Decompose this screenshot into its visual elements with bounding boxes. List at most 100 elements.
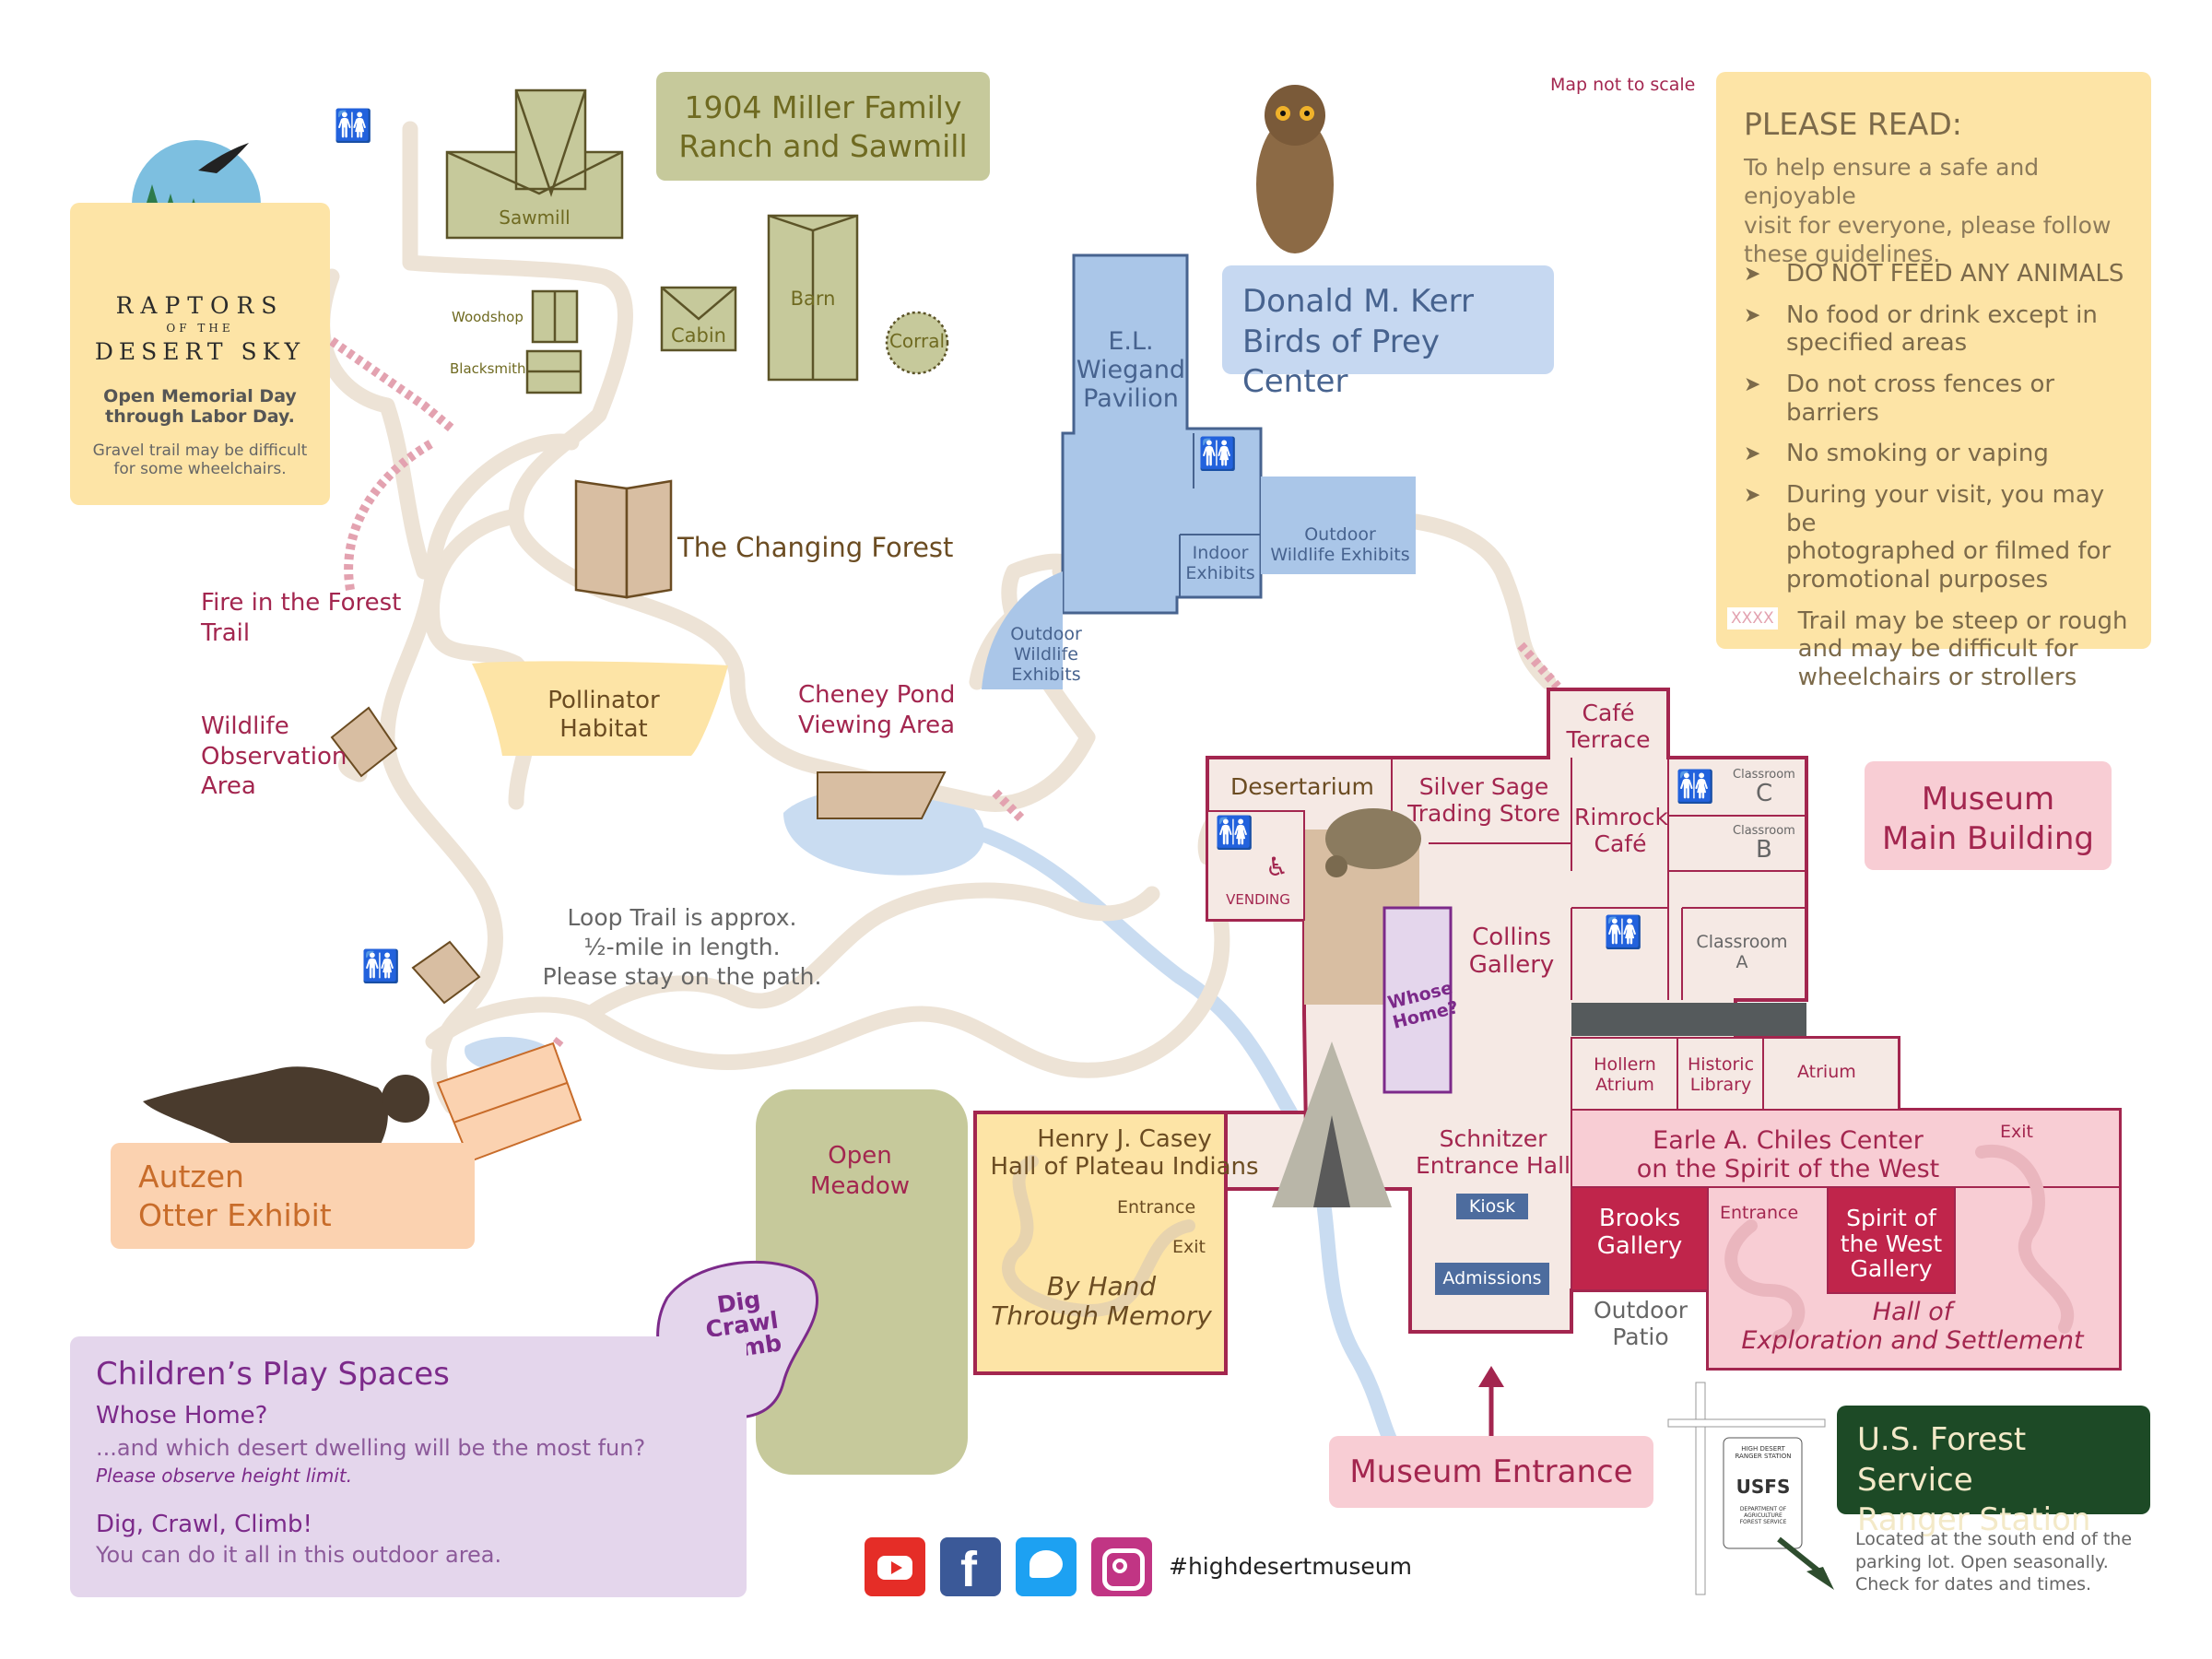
ranger-note: Located at the south end of the parking … <box>1855 1529 2133 1595</box>
casey-label: Henry J. Casey Hall of Plateau Indians <box>990 1125 1259 1181</box>
birds-panel: Donald M. Kerr Birds of Prey Center <box>1222 265 1554 400</box>
meadow-label: Open Meadow <box>809 1142 911 1200</box>
legend-row: XXXX Trail may be steep or rough and may… <box>1727 606 2140 692</box>
rules-list: ➤DO NOT FEED ANY ANIMALS ➤No food or dri… <box>1727 247 2140 692</box>
owl-art <box>1256 85 1334 253</box>
trail-loop-inner <box>582 882 1160 1022</box>
museum-entrance-label: Museum Entrance <box>1349 1453 1633 1490</box>
ranger-title: U.S. Forest Service Ranger Station <box>1857 1421 2091 1539</box>
casey-entrance-label: Entrance <box>1117 1197 1196 1218</box>
admissions-label: Admissions <box>1435 1263 1549 1295</box>
rule-item: ➤During your visit, you may be photograp… <box>1744 481 2112 594</box>
restroom-icon: 🚻 <box>1215 815 1254 852</box>
trail-main <box>402 121 1100 812</box>
restroom-icon: 🚻 <box>1676 769 1715 806</box>
sign-bottom-text: DEPARTMENT OF AGRICULTURE FOREST SERVICE <box>1739 1506 1787 1525</box>
arrow-bullet-icon: ➤ <box>1744 263 1761 286</box>
wildlife-obs-shelter <box>330 706 398 778</box>
pavilion-label: E.L. Wiegand Pavilion <box>1076 327 1186 414</box>
museum-entrance-button[interactable]: Museum Entrance <box>1329 1436 1653 1508</box>
collins-label: Collins Gallery <box>1468 924 1555 979</box>
pollinator-label: Pollinator Habitat <box>547 687 660 744</box>
cheney-viewing-shape <box>817 771 947 819</box>
kiosk-label: Kiosk <box>1456 1194 1528 1219</box>
ranch-title: 1904 Miller Family Ranch and Sawmill <box>678 89 968 165</box>
twitter-icon[interactable] <box>1016 1537 1077 1596</box>
map-note: Map not to scale <box>1550 75 1696 95</box>
play-t1: ...and which desert dwelling will be the… <box>96 1435 646 1461</box>
cheney-label: Cheney Pond Viewing Area <box>798 681 956 739</box>
raptors-line2: OF THE <box>166 322 234 335</box>
restroom-icon: 🚻 <box>361 948 401 985</box>
pollinator-shape <box>472 661 728 756</box>
desertarium-label: Desertarium <box>1230 773 1374 800</box>
corral-label: Corral <box>888 330 946 352</box>
ranch-panel: 1904 Miller Family Ranch and Sawmill <box>656 72 990 181</box>
loop-trail-note: Loop Trail is approx. ½-mile in length. … <box>542 904 822 990</box>
chiles-entrance-label: Entrance <box>1720 1203 1799 1223</box>
raptors-panel: RAPTORS OF THE DESERT SKY Open Memorial … <box>70 203 330 505</box>
arrow-bullet-icon: ➤ <box>1744 484 1761 508</box>
rules-intro: To help ensure a safe and enjoyable visi… <box>1744 154 2112 267</box>
sawmill-label: Sawmill <box>499 206 571 229</box>
blacksmith-label: Blacksmith <box>450 360 526 377</box>
changing-forest-label: The Changing Forest <box>677 532 954 563</box>
classroom-c-letter: C <box>1756 780 1773 807</box>
play-h1: Whose Home? <box>96 1402 268 1430</box>
rules-panel: PLEASE READ: To help ensure a safe and e… <box>1716 72 2151 691</box>
tortoise-art <box>1325 808 1421 877</box>
restroom-icon: 🚻 <box>1604 914 1643 951</box>
legend-text: Trail may be steep or rough and may be d… <box>1797 606 2128 692</box>
classroom-b-letter: B <box>1756 836 1772 864</box>
outdoor-exhibits-left-label: Outdoor Wildlife Exhibits <box>1010 624 1082 685</box>
restroom-icon: 🚻 <box>334 108 373 145</box>
rules-title: PLEASE READ: <box>1744 106 1962 142</box>
play-h2: Dig, Crawl, Climb! <box>96 1511 312 1538</box>
indoor-exhibits-label: Indoor Exhibits <box>1185 543 1255 583</box>
museum-badge: Museum Main Building <box>1865 761 2112 870</box>
by-hand-label: By Hand Through Memory <box>991 1271 1212 1332</box>
otter-panel: Autzen Otter Exhibit <box>111 1143 475 1249</box>
instagram-icon[interactable] <box>1091 1537 1152 1596</box>
open-meadow <box>756 1089 968 1475</box>
ranch-buildings <box>445 88 949 394</box>
raptors-season: Open Memorial Day through Labor Day. <box>103 386 297 427</box>
restroom-icon: 🚻 <box>1198 436 1238 473</box>
ranger-panel: U.S. Forest Service Ranger Station <box>1837 1406 2150 1538</box>
brooks-label: Brooks Gallery <box>1596 1205 1683 1260</box>
usfs-shield-icon: USFS <box>1735 1476 1791 1498</box>
steep-trail-legend-icon: XXXX <box>1727 606 1778 629</box>
rule-item: ➤Do not cross fences or barriers <box>1744 371 2055 427</box>
sign-top-text: HIGH DESERT RANGER STATION <box>1735 1445 1792 1461</box>
cafe-terrace-label: Café Terrace <box>1566 700 1651 753</box>
corral-shape <box>885 311 949 375</box>
raptors-line1: RAPTORS <box>115 292 285 319</box>
rule-item: ➤DO NOT FEED ANY ANIMALS <box>1744 260 2124 288</box>
rule-item: ➤No smoking or vaping <box>1744 440 2049 468</box>
ranger-signpost <box>1667 1382 1834 1595</box>
silver-sage-label: Silver Sage Trading Store <box>1407 773 1560 827</box>
entrance-arrow <box>1478 1366 1504 1436</box>
play-t2: You can do it all in this outdoor area. <box>96 1542 502 1568</box>
chiles-label: Earle A. Chiles Center on the Spirit of … <box>1636 1126 1940 1184</box>
spirit-label: Spirit of the West Gallery <box>1840 1205 1943 1282</box>
museum-badge-label: Museum Main Building <box>1882 781 2094 857</box>
vending-label: VENDING <box>1226 891 1290 908</box>
accessible-icon: ♿ <box>1265 852 1289 882</box>
museum-building <box>973 688 2122 1375</box>
cabin-label: Cabin <box>670 324 726 347</box>
play-title: Children’s Play Spaces <box>96 1356 450 1393</box>
wildlife-obs-label: Wildlife Observation Area <box>201 712 347 800</box>
otter-label: Autzen Otter Exhibit <box>138 1159 332 1234</box>
trail-center <box>424 508 541 810</box>
arrow-bullet-icon: ➤ <box>1744 442 1761 466</box>
facebook-icon[interactable]: f <box>940 1537 1001 1597</box>
arrow-bullet-icon: ➤ <box>1744 303 1761 327</box>
historic-library-label: Historic Library <box>1687 1054 1755 1095</box>
changing-forest-building <box>574 479 673 599</box>
barn-label: Barn <box>790 288 836 310</box>
arrow-bullet-icon: ➤ <box>1744 373 1761 397</box>
hashtag-link[interactable]: #highdesertmuseum <box>1169 1553 1412 1580</box>
youtube-icon[interactable] <box>865 1537 925 1596</box>
